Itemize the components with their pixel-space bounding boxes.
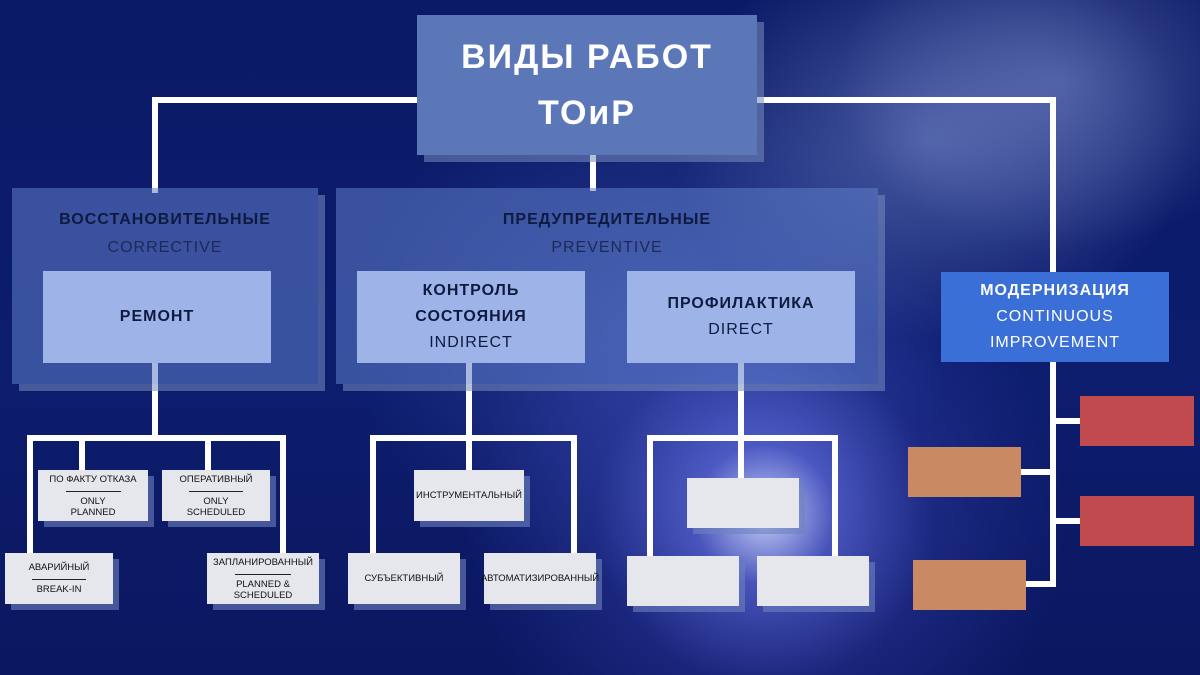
modernization-label: МОДЕРНИЗАЦИЯ xyxy=(980,282,1130,299)
corrective-title: ВОССТАНОВИТЕЛЬНЫЕ xyxy=(59,211,271,228)
condition-label-line1: КОНТРОЛЬ xyxy=(422,282,520,299)
modernization-leaf-red-1 xyxy=(1080,396,1194,446)
modernization-subtitle-line2: IMPROVEMENT xyxy=(989,334,1121,351)
leaf-divider xyxy=(189,490,243,492)
corrective-subtitle: CORRECTIVE xyxy=(107,239,223,256)
main-title-box: ВИДЫ РАБОТ ТОиР xyxy=(417,15,757,155)
leaf-scheduled-en: PLANNED & SCHEDULED xyxy=(233,578,293,601)
repair-box: РЕМОНТ xyxy=(43,271,271,363)
leaf-operative-en2: SCHEDULED xyxy=(186,506,246,518)
leaf-by-failure: ПО ФАКТУ ОТКАЗА ONLY PLANNED xyxy=(38,470,148,521)
leaf-divider xyxy=(32,579,86,580)
leaf-automated-label: АВТОМАТИЗИРОВАННЫЙ xyxy=(480,573,600,584)
prophylaxis-box: ПРОФИЛАКТИКА DIRECT xyxy=(627,271,855,363)
leaf-divider xyxy=(235,573,291,575)
leaf-subjective-label: СУБЪЕКТИВНЫЙ xyxy=(364,573,444,584)
leaf-instrumental: ИНСТРУМЕНТАЛЬНЫЙ xyxy=(414,470,524,521)
modernization-leaf-orange-1 xyxy=(908,447,1021,497)
condition-monitoring-box: КОНТРОЛЬ СОСТОЯНИЯ INDIRECT xyxy=(357,271,585,363)
leaf-prophylaxis-empty-1 xyxy=(687,478,799,528)
leaf-scheduled: ЗАПЛАНИРОВАННЫЙ PLANNED & SCHEDULED xyxy=(207,553,319,604)
leaf-by-failure-en1: ONLY xyxy=(80,495,106,507)
preventive-title: ПРЕДУПРЕДИТЕЛЬНЫЕ xyxy=(502,211,712,228)
leaf-divider xyxy=(65,490,121,492)
leaf-emergency-label: АВАРИЙНЫЙ xyxy=(28,562,90,573)
main-title-line1: ВИДЫ РАБОТ xyxy=(461,38,713,76)
leaf-by-failure-en2: PLANNED xyxy=(70,506,116,518)
main-title-line2: ТОиР xyxy=(538,94,636,132)
modernization-box: МОДЕРНИЗАЦИЯ CONTINUOUS IMPROVEMENT xyxy=(941,272,1169,362)
leaf-emergency-en: BREAK-IN xyxy=(36,584,82,595)
repair-label: РЕМОНТ xyxy=(119,308,195,325)
leaf-instrumental-label: ИНСТРУМЕНТАЛЬНЫЙ xyxy=(416,490,522,501)
modernization-subtitle-line1: CONTINUOUS xyxy=(996,308,1114,325)
leaf-operative: ОПЕРАТИВНЫЙ ONLY SCHEDULED xyxy=(162,470,270,521)
condition-label-line2: СОСТОЯНИЯ xyxy=(415,308,527,325)
condition-subtitle: INDIRECT xyxy=(429,334,513,351)
leaf-operative-label: ОПЕРАТИВНЫЙ xyxy=(179,473,253,485)
preventive-subtitle: PREVENTIVE xyxy=(551,239,663,256)
leaf-operative-en1: ONLY xyxy=(203,495,229,507)
leaf-prophylaxis-empty-3 xyxy=(757,556,869,606)
leaf-subjective: СУБЪЕКТИВНЫЙ xyxy=(348,553,460,604)
modernization-leaf-orange-2 xyxy=(913,560,1026,610)
leaf-by-failure-label: ПО ФАКТУ ОТКАЗА xyxy=(49,473,137,485)
leaf-emergency: АВАРИЙНЫЙ BREAK-IN xyxy=(5,553,113,604)
prophylaxis-label: ПРОФИЛАКТИКА xyxy=(667,295,815,312)
leaf-scheduled-label: ЗАПЛАНИРОВАННЫЙ xyxy=(213,556,313,568)
leaf-prophylaxis-empty-2 xyxy=(627,556,739,606)
modernization-leaf-red-2 xyxy=(1080,496,1194,546)
prophylaxis-subtitle: DIRECT xyxy=(708,321,774,338)
leaf-automated: АВТОМАТИЗИРОВАННЫЙ xyxy=(480,553,600,604)
